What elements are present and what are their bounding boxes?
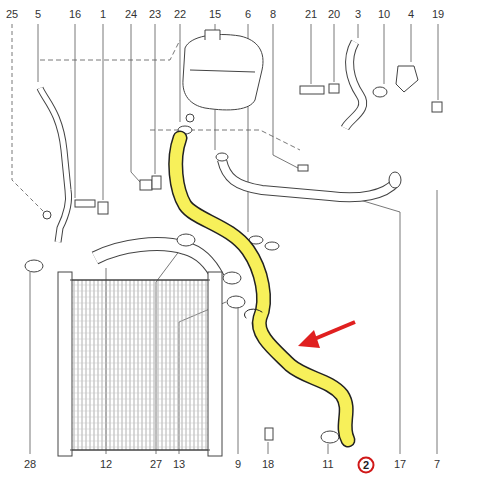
callout-number: 22	[173, 8, 187, 20]
radiator	[58, 272, 222, 456]
callout-number: 12	[99, 458, 113, 470]
callout-number: 13	[172, 458, 186, 470]
callout-number: 20	[327, 8, 341, 20]
callout-number: 10	[377, 8, 391, 20]
callout-number: 1	[99, 8, 107, 20]
callout-number: 4	[407, 8, 415, 20]
callout-number: 2	[357, 459, 375, 471]
pointer-arrow	[298, 322, 355, 348]
callout-number: 11	[321, 458, 334, 470]
callout-number: 24	[124, 8, 138, 20]
callout-number: 9	[234, 458, 242, 470]
callout-number: 3	[354, 8, 362, 20]
callout-number: 23	[148, 8, 162, 20]
callout-number: 8	[269, 8, 277, 20]
callout-number: 25	[5, 8, 19, 20]
callout-number: 16	[68, 8, 82, 20]
callout-number: 7	[433, 458, 441, 470]
leader-lines	[12, 24, 438, 454]
callout-number: 5	[34, 8, 42, 20]
callout-number: 21	[304, 8, 318, 20]
expansion-tank	[183, 30, 263, 122]
highlighted-hose	[176, 138, 348, 440]
callout-number: 28	[23, 458, 37, 470]
other-hoses	[40, 42, 396, 278]
callout-number: 15	[208, 8, 222, 20]
highlighted-callout: 2	[357, 456, 375, 474]
callout-number: 27	[149, 458, 163, 470]
callout-number: 18	[261, 458, 275, 470]
callout-number: 17	[393, 458, 407, 470]
callout-number: 19	[431, 8, 445, 20]
callout-number: 6	[244, 8, 252, 20]
